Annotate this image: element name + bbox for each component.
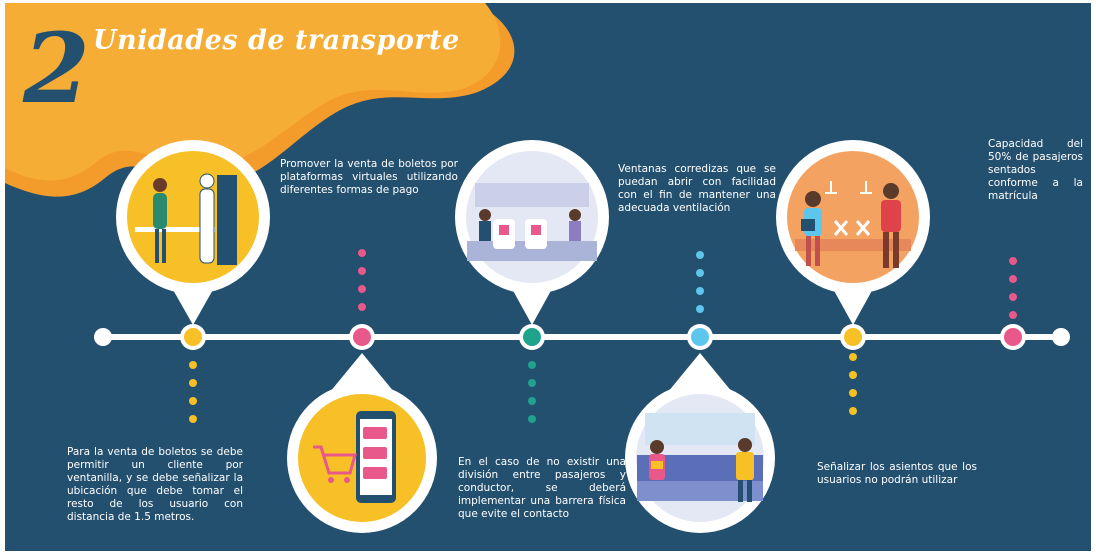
- step-1-text: Para la venta de boletos se debe permiti…: [67, 446, 243, 523]
- ticket-window-icon: [116, 140, 270, 325]
- timeline-node-5: [840, 324, 866, 350]
- step-5-text: Señalizar los asientos que los usuarios …: [817, 461, 977, 486]
- bus-seats-icon: [455, 140, 609, 325]
- timeline-node-1: [180, 324, 206, 350]
- dots-5: [849, 353, 857, 415]
- infographic-canvas: 2 Unidades de transporte: [5, 3, 1091, 551]
- timeline-graphic: [94, 140, 1070, 533]
- step-2-text: Promover la venta de boletos por platafo…: [280, 158, 458, 196]
- section-title: Unidades de transporte: [93, 25, 460, 56]
- dots-3: [528, 361, 536, 423]
- phone-shopping-icon: [287, 353, 437, 533]
- step-3-text: En el caso de no existir una división en…: [458, 456, 626, 520]
- timeline-node-6: [1000, 324, 1026, 350]
- dots-6: [1009, 257, 1017, 319]
- dots-1: [189, 361, 197, 423]
- header-blob: [5, 3, 515, 197]
- dots-2: [358, 249, 366, 311]
- timeline-start-cap: [94, 328, 112, 346]
- timeline-node-4: [687, 324, 713, 350]
- masked-passengers-icon: [776, 140, 930, 325]
- step-4-text: Ventanas corredizas que se puedan abrir …: [618, 163, 776, 214]
- bus-passengers-icon: [625, 353, 775, 533]
- dots-4: [696, 251, 704, 313]
- timeline-node-2: [349, 324, 375, 350]
- timeline-end-cap: [1052, 328, 1070, 346]
- step-6-text: Capacidad del 50% de pasajeros sentados …: [988, 138, 1083, 202]
- section-number: 2: [23, 12, 90, 125]
- timeline-node-3: [519, 324, 545, 350]
